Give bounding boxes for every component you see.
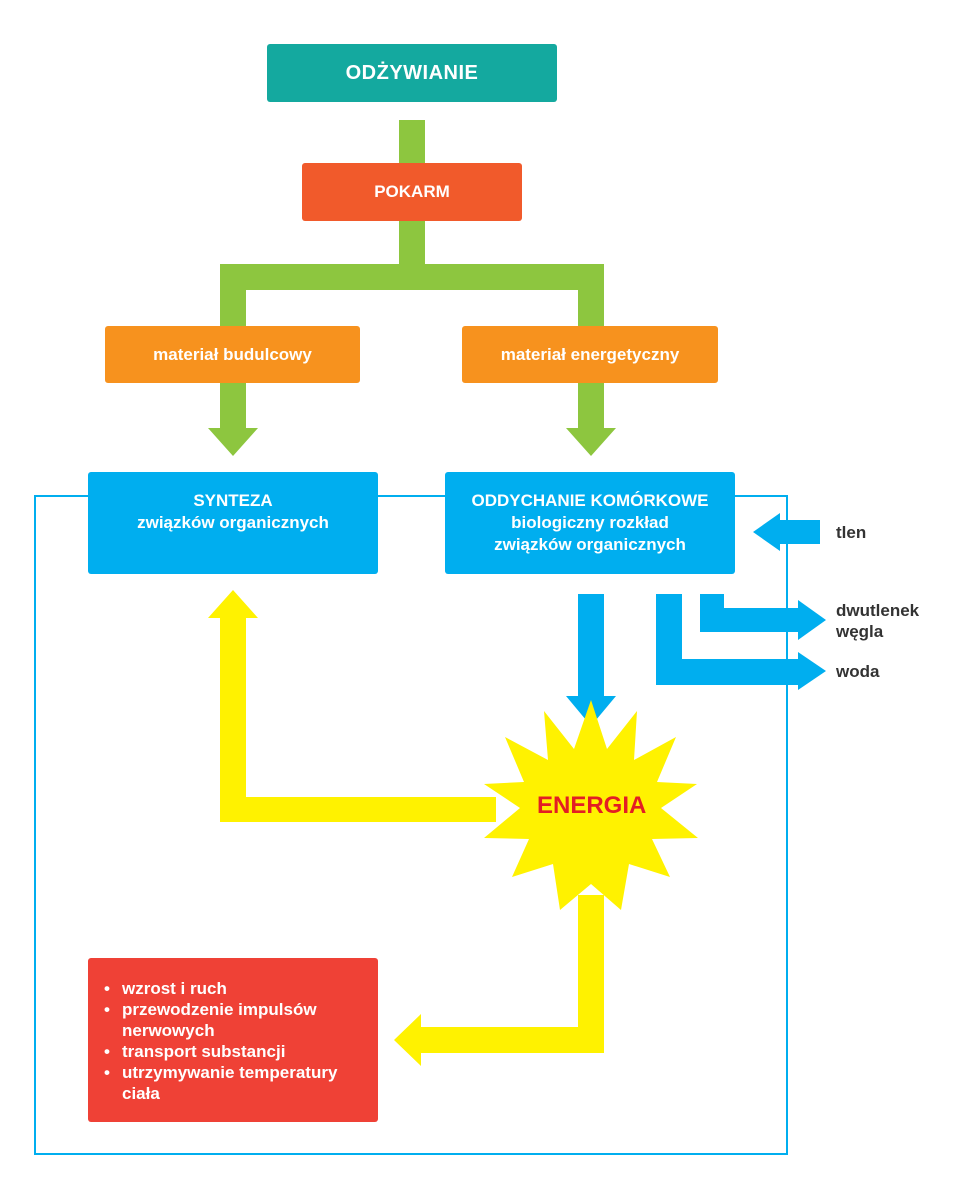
arrow-tlen-in bbox=[753, 513, 820, 551]
energy-uses-list: wzrost i ruch przewodzenie impulsów nerw… bbox=[104, 978, 366, 1104]
label-dwutlenek-wegla: dwutlenek węgla bbox=[836, 600, 919, 642]
box-material-energetyczny: materiał energetyczny bbox=[462, 326, 718, 383]
box-odzywianie: ODŻYWIANIE bbox=[267, 44, 557, 102]
odzywianie-label: ODŻYWIANIE bbox=[345, 61, 479, 84]
arrow-energia-to-uses bbox=[394, 895, 604, 1066]
box-oddychanie: ODDYCHANIE KOMÓRKOWE biologiczny rozkład… bbox=[445, 472, 735, 574]
arrow-right-branch bbox=[578, 264, 604, 328]
box-pokarm: POKARM bbox=[302, 163, 522, 221]
oddychanie-line3: związków organicznych bbox=[494, 535, 686, 554]
yellow-arrows bbox=[208, 590, 604, 1066]
arrow-down-budulcowy bbox=[208, 382, 258, 456]
material-budulcowy-label: materiał budulcowy bbox=[153, 344, 312, 364]
box-energy-uses: wzrost i ruch przewodzenie impulsów nerw… bbox=[88, 958, 378, 1122]
energia-label: ENERGIA bbox=[537, 792, 647, 819]
green-arrows bbox=[208, 120, 616, 456]
blue-arrows bbox=[566, 513, 826, 726]
arrow-odzywianie-pokarm bbox=[399, 120, 425, 165]
list-item: wzrost i ruch bbox=[104, 978, 366, 999]
oddychanie-line2: biologiczny rozkład bbox=[511, 513, 669, 532]
synteza-subtitle: związków organicznych bbox=[137, 513, 329, 532]
label-tlen: tlen bbox=[836, 523, 867, 542]
arrow-energia-to-synteza bbox=[208, 590, 496, 822]
pokarm-label: POKARM bbox=[374, 182, 450, 201]
arrow-down-energetyczny bbox=[566, 382, 616, 456]
material-energetyczny-label: materiał energetyczny bbox=[500, 344, 680, 364]
oddychanie-title: ODDYCHANIE KOMÓRKOWE bbox=[471, 491, 709, 510]
arrow-pokarm-split bbox=[399, 218, 425, 268]
energia-starburst bbox=[484, 700, 698, 910]
dwutlenek-line2: węgla bbox=[836, 622, 884, 641]
cell-boundary bbox=[34, 495, 788, 1155]
arrow-dwutlenek-out bbox=[700, 594, 826, 640]
arrow-horizontal-split bbox=[220, 264, 604, 290]
label-woda: woda bbox=[836, 662, 880, 681]
list-item: utrzymywanie temperatury ciała bbox=[104, 1062, 366, 1104]
arrow-woda-out bbox=[656, 594, 826, 690]
dwutlenek-line1: dwutlenek bbox=[836, 601, 920, 620]
list-item: transport substancji bbox=[104, 1041, 366, 1062]
list-item: przewodzenie impulsów nerwowych bbox=[104, 999, 366, 1041]
box-material-budulcowy: materiał budulcowy bbox=[105, 326, 360, 383]
arrow-to-energia bbox=[566, 594, 616, 726]
synteza-title: SYNTEZA bbox=[193, 491, 273, 510]
box-synteza: SYNTEZA związków organicznych bbox=[88, 472, 378, 574]
arrow-left-branch bbox=[220, 264, 246, 328]
